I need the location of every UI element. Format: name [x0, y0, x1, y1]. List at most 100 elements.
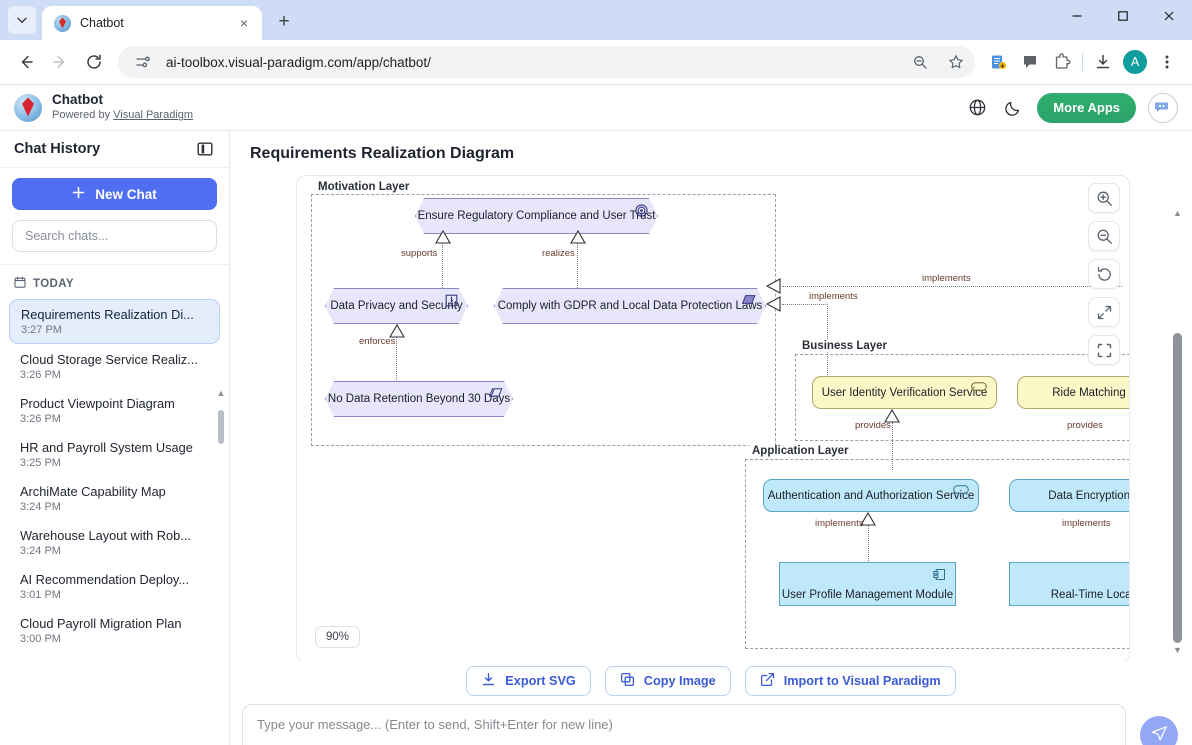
send-button[interactable] — [1140, 716, 1178, 745]
reload-button[interactable] — [78, 46, 110, 78]
chat-history-item[interactable]: AI Recommendation Deploy...3:01 PM — [9, 565, 220, 608]
reset-icon[interactable] — [1088, 259, 1120, 289]
tab-favicon — [54, 14, 71, 32]
copy-image-button[interactable]: Copy Image — [604, 666, 731, 696]
address-bar[interactable]: ai-toolbox.visual-paradigm.com/app/chatb… — [118, 46, 975, 78]
scroll-up-icon[interactable]: ▲ — [216, 388, 226, 398]
browser-tab[interactable]: Chatbot × — [42, 6, 262, 40]
zoom-in-icon[interactable] — [1088, 183, 1120, 213]
fit-screen-icon[interactable] — [1088, 297, 1120, 327]
downloads-icon[interactable] — [1088, 47, 1118, 77]
canvas-scroll-track[interactable] — [1173, 223, 1182, 643]
node-no-data-retention[interactable]: No Data Retention Beyond 30 Days — [325, 381, 513, 417]
close-window-button[interactable] — [1146, 0, 1192, 32]
node-ride-matching[interactable]: Ride Matching an — [1017, 376, 1129, 409]
node-ensure-regulatory-compliance[interactable]: Ensure Regulatory Compliance and User Tr… — [415, 198, 658, 234]
chat-avatar-icon[interactable] — [1148, 92, 1178, 123]
zoom-out-icon[interactable] — [907, 49, 933, 75]
focus-icon[interactable] — [1088, 335, 1120, 365]
back-button[interactable] — [10, 46, 42, 78]
connector-implements-bottom-h — [782, 304, 828, 305]
forward-button[interactable] — [44, 46, 76, 78]
node-label: Data Privacy and Security — [330, 300, 463, 312]
calendar-icon — [14, 276, 26, 291]
new-tab-button[interactable]: + — [278, 11, 290, 32]
node-data-privacy-and-security[interactable]: Data Privacy and Security — [325, 288, 468, 324]
kebab-menu-icon[interactable] — [1152, 47, 1182, 77]
node-user-profile-management-module[interactable]: User Profile Management Module — [779, 562, 956, 606]
visual-paradigm-link[interactable]: Visual Paradigm — [113, 109, 194, 122]
chat-history-item[interactable]: Requirements Realization Di...3:27 PM — [9, 299, 220, 344]
import-to-visual-paradigm-button[interactable]: Import to Visual Paradigm — [744, 666, 956, 696]
node-comply-with-gdpr[interactable]: Comply with GDPR and Local Data Protecti… — [494, 288, 766, 324]
maximize-button[interactable] — [1100, 0, 1146, 32]
export-svg-label: Export SVG — [505, 674, 576, 688]
application-service-icon — [953, 485, 969, 497]
triangle-implements-top-icon — [765, 278, 781, 294]
chat-history-item[interactable]: Warehouse Layout with Rob...3:24 PM — [9, 521, 220, 564]
sidebar-scroll-track[interactable] — [218, 402, 224, 745]
app-branding: Chatbot Powered by Visual Paradigm — [52, 92, 193, 123]
chat-item-title: AI Recommendation Deploy... — [20, 572, 190, 587]
driver-icon — [742, 294, 756, 308]
diagram-canvas[interactable]: Motivation Layer supports realizes enfor… — [296, 175, 1130, 663]
url-text: ai-toolbox.visual-paradigm.com/app/chatb… — [166, 54, 431, 70]
canvas-scrollbar[interactable]: ▲ ▼ — [1171, 208, 1184, 655]
zoom-out-icon[interactable] — [1088, 221, 1120, 251]
search-input[interactable] — [12, 220, 217, 252]
powered-prefix: Powered by — [52, 109, 114, 122]
connector-label-supports: supports — [401, 248, 438, 259]
triangle-provides-1-icon — [884, 409, 900, 423]
application-component-icon — [933, 568, 946, 584]
new-chat-button[interactable]: New Chat — [12, 178, 217, 210]
profile-button[interactable]: A — [1120, 47, 1150, 77]
page-title: Requirements Realization Diagram — [250, 145, 515, 162]
extensions-icon[interactable] — [1047, 47, 1077, 77]
chat-group-header: TODAY — [0, 271, 229, 298]
panel-collapse-icon[interactable] — [195, 139, 215, 159]
message-composer — [230, 701, 1192, 745]
zoom-level-badge[interactable]: 90% — [315, 626, 361, 648]
sidebar-scrollbar[interactable]: ▲ ▼ — [215, 389, 227, 745]
connector-label-implements-2: implements — [809, 291, 858, 302]
canvas-scroll-up-icon[interactable]: ▲ — [1173, 208, 1182, 218]
minimize-button[interactable] — [1054, 0, 1100, 32]
download-icon — [481, 672, 496, 690]
node-label: Ensure Regulatory Compliance and User Tr… — [417, 210, 656, 222]
chat-history-item[interactable]: Cloud Storage Service Realiz...3:26 PM — [9, 345, 220, 388]
export-svg-button[interactable]: Export SVG — [466, 666, 591, 696]
close-tab-icon[interactable]: × — [239, 15, 249, 31]
bookmark-star-icon[interactable] — [943, 49, 969, 75]
globe-icon[interactable] — [965, 96, 989, 120]
connector-label-implements-3: implements — [815, 518, 864, 529]
connector-label-implements-4: implements — [1062, 518, 1111, 529]
requirement-icon — [445, 294, 458, 310]
node-real-time-location[interactable]: Real-Time Locati — [1009, 562, 1130, 606]
forward-arrow-icon — [53, 55, 65, 69]
reading-list-icon[interactable] — [983, 47, 1013, 77]
comment-icon[interactable] — [1015, 47, 1045, 77]
tab-search-button[interactable] — [8, 6, 36, 34]
chat-item-time: 3:24 PM — [20, 545, 61, 557]
profile-avatar: A — [1123, 50, 1147, 74]
connector-label-enforces: enforces — [359, 336, 396, 347]
connector-supports — [442, 242, 443, 296]
node-label: Real-Time Locati — [1050, 589, 1130, 601]
sidebar-scroll-thumb[interactable] — [218, 410, 224, 444]
node-data-encryption[interactable]: Data Encryption a — [1009, 479, 1129, 512]
site-settings-icon[interactable] — [130, 49, 156, 75]
group-motivation-layer — [311, 194, 776, 446]
canvas-scroll-down-icon[interactable]: ▼ — [1173, 645, 1182, 655]
message-input[interactable] — [242, 704, 1126, 745]
moon-icon[interactable] — [1001, 96, 1025, 120]
canvas-scroll-thumb[interactable] — [1173, 333, 1182, 643]
more-apps-button[interactable]: More Apps — [1037, 92, 1136, 123]
node-authentication-and-authorization-service[interactable]: Authentication and Authorization Service — [763, 479, 979, 512]
connector-provides-1 — [892, 422, 893, 470]
node-user-identity-verification-service[interactable]: User Identity Verification Service — [812, 376, 997, 409]
connector-implements-3 — [868, 525, 869, 565]
